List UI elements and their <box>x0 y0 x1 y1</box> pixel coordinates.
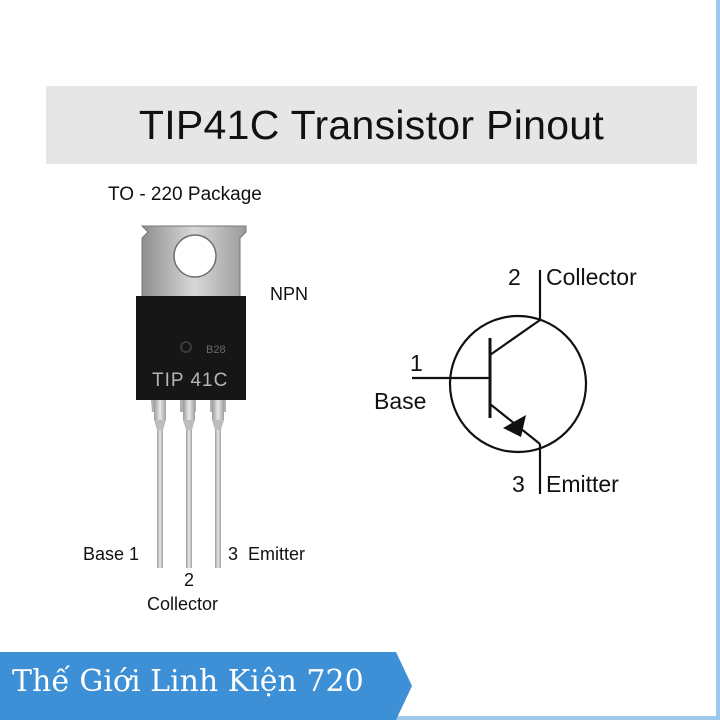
npn-label: NPN <box>270 284 309 304</box>
page-title: TIP41C Transistor Pinout <box>138 102 605 148</box>
footer-brand-text: Thế Giới Linh Kiện 720 <box>12 664 364 699</box>
title-bar: TIP41C Transistor Pinout <box>46 86 697 164</box>
lead-base-upper <box>154 400 166 420</box>
lead-tapers <box>154 420 224 430</box>
lead-emitter <box>215 430 221 568</box>
collector-diagonal-line <box>489 319 541 356</box>
lead-base <box>157 430 163 568</box>
pin-collector-number: 2 <box>184 570 195 590</box>
lead-collector <box>186 430 192 568</box>
lead-collector-upper <box>183 400 195 420</box>
symbol-base-label: Base <box>374 388 427 414</box>
body-logo-icon <box>180 341 192 353</box>
package-label: TO - 220 Package <box>108 184 262 205</box>
pin-emitter-label: 3 Emitter <box>228 544 306 564</box>
symbol-emitter-label: Emitter <box>546 471 619 497</box>
mounting-hole <box>173 234 217 278</box>
symbol-emitter-number: 3 <box>512 471 525 497</box>
symbol-collector-number: 2 <box>508 264 521 290</box>
emitter-arrow-icon <box>503 415 526 437</box>
symbol-collector-label: Collector <box>546 264 637 290</box>
lead-emitter-upper <box>212 400 224 420</box>
body-marking-part: TIP 41C <box>152 370 229 391</box>
pin-base-label: Base 1 <box>83 544 140 564</box>
npn-symbol <box>412 270 588 494</box>
pin-collector-label: Collector <box>147 594 219 614</box>
metal-tab <box>140 225 247 299</box>
symbol-base-number: 1 <box>410 350 423 376</box>
footer-banner <box>0 652 412 720</box>
symbol-circle <box>448 314 588 454</box>
body-marking-code: B28 <box>206 344 226 356</box>
